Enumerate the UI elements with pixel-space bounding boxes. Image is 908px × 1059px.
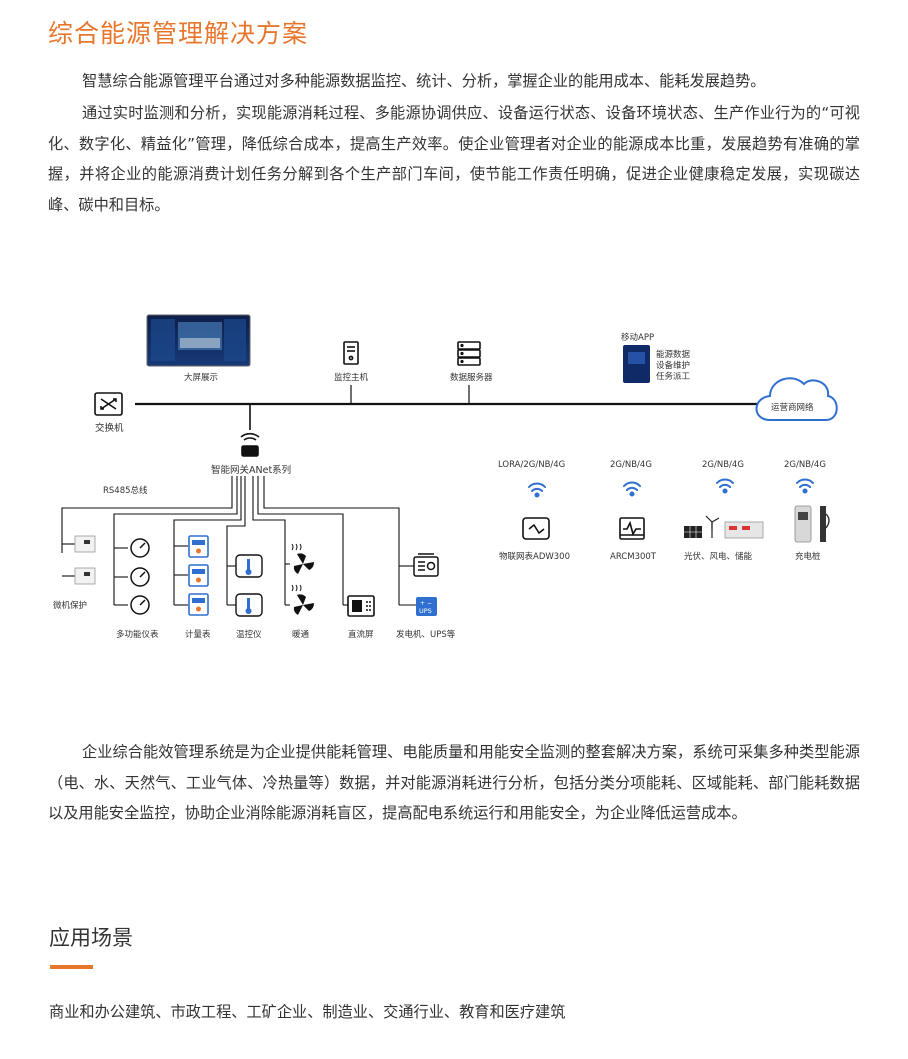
- temperature-controller-icon: [227, 554, 263, 617]
- energy-meter-icon: [174, 535, 209, 616]
- temp-controller-label: 温控仪: [236, 629, 262, 640]
- generator-ups-label: 发电机、UPS等: [396, 629, 456, 640]
- dc-screen-icon: [343, 595, 375, 617]
- wireless-protocol: 2G/NB/4G: [784, 460, 826, 470]
- wireless-protocol: 2G/NB/4G: [702, 460, 744, 470]
- monitor-host-icon: [343, 341, 359, 365]
- svg-text:+ −: + −: [420, 600, 432, 607]
- charging-pile-label: 充电桩: [795, 551, 821, 562]
- arcm300t-icon: [619, 517, 645, 540]
- multi-function-meter-icon: [114, 538, 150, 615]
- pv-wind-storage-icon: [684, 515, 764, 539]
- switch-label: 交换机: [95, 422, 124, 434]
- monitor-host-label: 监控主机: [334, 372, 369, 383]
- ups-icon: + − UPS: [399, 597, 437, 616]
- app-item: 能源数据: [656, 349, 691, 360]
- big-screen-label: 大屏展示: [184, 372, 218, 383]
- switch-icon: [94, 392, 123, 416]
- summary-paragraph: 企业综合能效管理系统是为企业提供能耗管理、电能质量和用能安全监测的整套解决方案，…: [48, 743, 860, 822]
- wifi-icon: [623, 481, 641, 497]
- gateway-icon: [240, 432, 260, 457]
- mobile-app-label: 移动APP: [621, 332, 654, 343]
- wifi-icon: [716, 478, 734, 494]
- hvac-fan-icon: [285, 543, 314, 615]
- micro-protection-label: 微机保护: [53, 600, 87, 611]
- wireless-protocol: 2G/NB/4G: [610, 460, 652, 470]
- charging-pile-icon: [794, 505, 830, 543]
- page-title: 综合能源管理解决方案: [48, 19, 309, 48]
- adw300-label: 物联网表ADW300: [499, 551, 570, 562]
- intro-paragraph-2: 通过实时监测和分析，实现能源消耗过程、多能源协调供应、设备运行状态、设备环境状态…: [48, 104, 860, 214]
- micro-protection-device-icon: [62, 535, 96, 585]
- cloud-label: 运营商网络: [771, 402, 814, 413]
- intro-paragraph-1: 智慧综合能源管理平台通过对多种能源数据监控、统计、分析，掌握企业的能用成本、能耗…: [82, 72, 766, 90]
- pv-wind-storage-label: 光伏、风电、储能: [684, 551, 753, 562]
- cloud-icon: [755, 377, 838, 421]
- arcm300t-label: ARCM300T: [610, 552, 657, 562]
- data-server-label: 数据服务器: [450, 372, 493, 383]
- wifi-icon: [796, 478, 814, 494]
- application-scenes-text: 商业和办公建筑、市政工程、工矿企业、制造业、交通行业、教育和医疗建筑: [49, 1003, 566, 1021]
- multi-meter-label: 多功能仪表: [116, 629, 159, 640]
- gateway-label: 智能网关ANet系列: [211, 464, 291, 476]
- wireless-protocol: LORA/2G/NB/4G: [498, 460, 565, 470]
- big-screen-icon: [146, 314, 251, 367]
- wifi-icon: [528, 482, 546, 498]
- app-item: 设备维护: [656, 360, 690, 371]
- iot-meter-adw300-icon: [522, 517, 550, 540]
- data-server-icon: [457, 341, 481, 366]
- system-architecture-diagram: 大屏展示 监控主机 数据服务器 移动APP 能源数据 设备维护 任务派工 运营商…: [53, 314, 838, 640]
- hvac-label: 暖通: [292, 629, 310, 640]
- dc-screen-label: 直流屏: [348, 629, 374, 640]
- application-scenes-title: 应用场景: [49, 926, 133, 950]
- generator-icon: [399, 553, 439, 577]
- ups-tag: UPS: [419, 607, 432, 615]
- rs485-bus-label: RS485总线: [103, 485, 148, 496]
- meter-label: 计量表: [185, 629, 211, 640]
- app-item: 任务派工: [656, 371, 691, 382]
- title-accent-bar: [50, 965, 93, 969]
